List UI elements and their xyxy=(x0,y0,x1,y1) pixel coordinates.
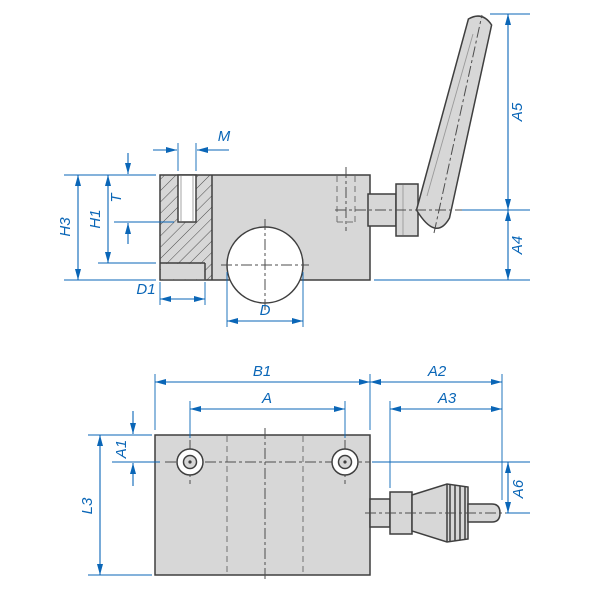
front-view: M T H1 H3 D1 D xyxy=(57,13,530,327)
dim-label-a5: A5 xyxy=(509,102,526,122)
dim-label-a: A xyxy=(261,390,272,407)
lever-arm-contour xyxy=(426,33,474,197)
dim-label-a4: A4 xyxy=(509,236,526,255)
clamp-lever-front xyxy=(335,14,493,237)
dim-L3: L3 xyxy=(79,434,152,576)
dim-D1: D1 xyxy=(136,281,206,305)
dim-label-h3: H3 xyxy=(57,217,74,237)
lever-arm xyxy=(415,15,493,229)
dim-A3: A3 xyxy=(389,390,502,488)
dim-label-m: M xyxy=(218,128,231,145)
hole-center-dot xyxy=(188,460,192,464)
clamp-lever-plan xyxy=(365,483,506,543)
dim-label-a6: A6 xyxy=(510,479,527,499)
dim-label-d1: D1 xyxy=(136,281,155,298)
dim-A1: A1 xyxy=(112,411,160,486)
dim-B1: B1 xyxy=(154,363,371,430)
clamp-block-plan xyxy=(154,428,371,582)
dim-H3: H3 xyxy=(57,175,156,281)
dim-label-t: T xyxy=(108,192,125,203)
dim-T: T xyxy=(108,153,174,244)
dim-label-a2: A2 xyxy=(427,363,447,380)
dim-label-l3: L3 xyxy=(79,497,96,514)
dim-label-d: D xyxy=(260,302,271,319)
plan-view: B1 A2 A A3 A1 L3 xyxy=(79,363,530,582)
lever-centerline xyxy=(433,14,483,234)
dim-A: A xyxy=(189,390,346,438)
dim-H1: H1 xyxy=(87,175,156,264)
dim-A2: A2 xyxy=(370,363,503,500)
dim-A5: A5 xyxy=(462,13,530,211)
dim-label-a1: A1 xyxy=(113,440,130,459)
dim-label-h1: H1 xyxy=(87,209,104,228)
hole-center-dot xyxy=(343,460,347,464)
dim-label-a3: A3 xyxy=(437,390,457,407)
dim-D: D xyxy=(226,272,304,327)
clamp-block-front xyxy=(159,167,371,313)
dim-A4: A4 xyxy=(374,210,530,281)
dim-label-b1: B1 xyxy=(253,363,271,380)
dim-M: M xyxy=(153,128,231,171)
dim-A6: A6 xyxy=(372,461,530,514)
foot-face xyxy=(161,263,205,280)
tapped-hole-section xyxy=(177,174,197,223)
